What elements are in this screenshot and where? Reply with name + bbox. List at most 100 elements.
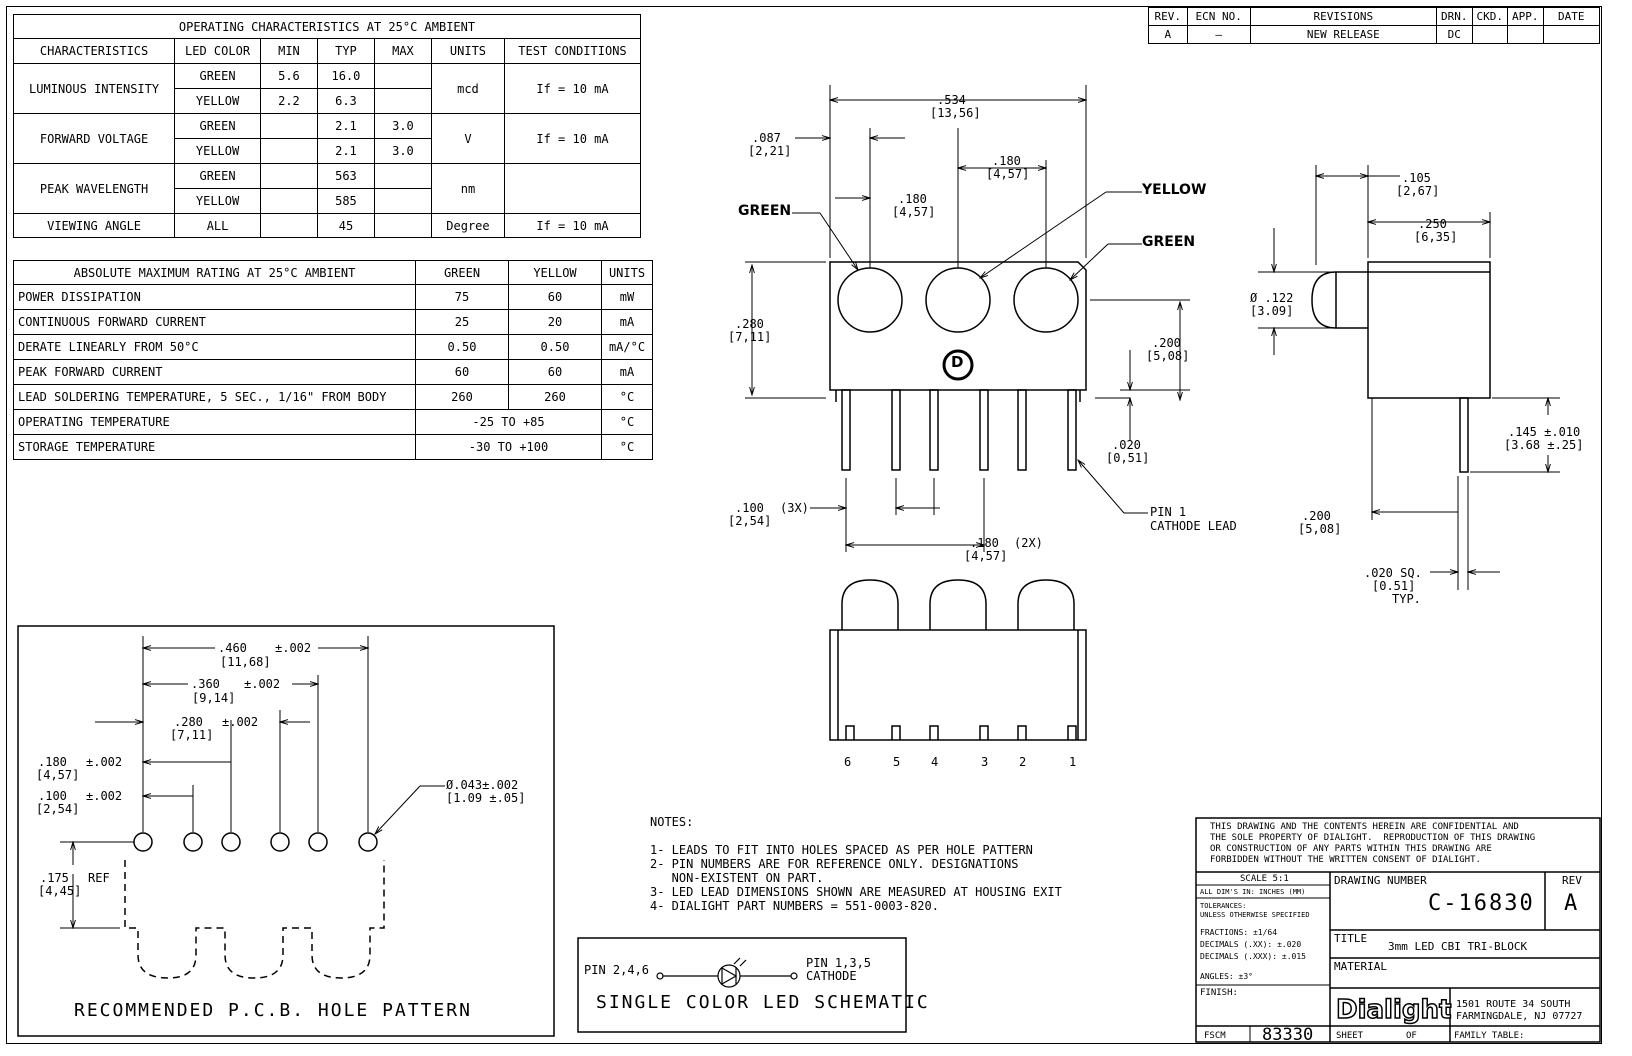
note-item: NON-EXISTENT ON PART. [650,871,824,885]
table-cell: 0.50 [415,334,509,360]
pcb-d2: .360 [191,677,220,691]
title-block [1195,817,1601,1043]
dim-standoff-mm: [0,51] [1106,451,1150,465]
table-cell: -30 TO +100 [415,434,602,460]
table-cell: GREEN [174,113,261,139]
col-header: TEST CONDITIONS [503,38,642,64]
op-table-header-row: CHARACTERISTICS LED COLOR MIN TYP MAX UN… [12,38,642,64]
col-header: REV. [1148,7,1188,26]
table-cell: ALL [174,213,261,238]
table-cell: -25 TO +85 [415,409,602,435]
pcb-d3-tol: ±.002 [222,715,259,729]
schematic-frame [577,937,907,1033]
led-green-left [837,267,903,333]
table-row: VIEWING ANGLE ALL 45 Degree If = 10 mA [12,213,642,238]
family-table-label: FAMILY TABLE: [1454,1031,1525,1041]
address-line-1: 1501 ROUTE 34 SOUTH [1456,999,1571,1010]
schematic-right-label-1: PIN 1,3,5 [806,956,872,970]
confidential-line: OR CONSTRUCTION OF ANY PARTS WITHIN THIS… [1210,844,1492,854]
sheet-label: SHEET [1336,1031,1364,1041]
revision-table: REV. ECN NO. REVISIONS DRN. CKD. APP. DA… [1148,7,1601,44]
notes-title: NOTES: [650,815,694,829]
confidential-line: THE SOLE PROPERTY OF DIALIGHT. REPRODUCT… [1210,833,1536,843]
pin-number: 3 [981,755,989,769]
pcb-d5-mm: [2,54] [36,802,80,816]
note-item: 4- DIALIGHT PART NUMBERS = 551-0003-820. [650,899,939,913]
schematic-right-label-2: CATHODE [806,969,857,983]
schematic-left-label: PIN 2,4,6 [584,963,650,977]
led-green-right [1013,267,1079,333]
pcb-d2-mm: [9,14] [192,691,236,705]
drawing-number-label: DRAWING NUMBER [1334,874,1427,887]
table-cell: YELLOW [174,138,261,164]
schematic-title: SINGLE COLOR LED SCHEMATIC [596,992,930,1013]
table-cell: LUMINOUS INTENSITY [12,63,176,114]
side-dim-b-mm: [6,35] [1414,230,1458,244]
table-row: LUMINOUS INTENSITY GREEN 5.6 16.0 mcd If… [12,63,642,114]
table-cell: 60 [508,359,602,385]
dim-center: .200 [1152,336,1181,350]
table-cell: 25 [415,309,509,335]
note-item: 3- LED LEAD DIMENSIONS SHOWN ARE MEASURE… [650,885,1062,899]
abs-table-header-row: ABSOLUTE MAXIMUM RATING AT 25°C AMBIENT … [13,260,653,285]
table-cell: mW [601,284,653,310]
col-header: UNITS [601,260,653,285]
units-label: ALL DIM'S IN: INCHES (MM) [1200,888,1306,896]
drawing-title: 3mm LED CBI TRI-BLOCK [1388,940,1528,953]
side-dim-a: .105 [1402,171,1431,185]
dim-standoff: .020 [1112,438,1141,452]
title-label: TITLE [1334,932,1368,945]
tolerances-title: TOLERANCES: [1200,902,1247,910]
table-cell: NEW RELEASE [1249,25,1438,44]
table-cell: YELLOW [174,188,261,214]
operating-characteristics-table: OPERATING CHARACTERISTICS AT 25°C AMBIEN… [12,14,642,238]
table-cell: 2.2 [259,88,318,114]
side-dim-dia-mm: [3.09] [1250,304,1294,318]
confidential-line: FORBIDDEN WITHOUT THE WRITTEN CONSENT OF… [1210,855,1481,865]
table-row: YELLOW 2.2 6.3 [14,88,641,114]
dim-lead-pitch: .100 [735,501,764,515]
pcb-hole-mm: [1.09 ±.05] [446,791,526,805]
col-header: CKD. [1471,7,1509,26]
table-row: PEAK WAVELENGTH GREEN 563 nm [12,163,642,214]
table-cell [1542,25,1601,44]
col-header: CHARACTERISTICS [12,38,176,64]
table-row: YELLOW 585 [14,188,641,214]
side-dim-sq: .020 SQ. [1364,566,1422,580]
table-cell: mA [601,309,653,335]
dim-width-mm: [13,56] [930,106,981,120]
dim-lead-pitch-qty: (3X) [780,501,809,515]
table-cell: °C [601,409,653,435]
note-item: 1- LEADS TO FIT INTO HOLES SPACED AS PER… [650,843,1033,857]
pcb-d4-tol: ±.002 [86,755,123,769]
label-green-left: GREEN [738,203,792,219]
dim-lead-pitch2-qty: (2X) [1014,536,1043,550]
table-cell: If = 10 mA [503,213,642,238]
side-dim-dia: Ø .122 [1250,291,1294,305]
drawing-border [6,6,1602,1044]
fscm-label: FSCM [1204,1031,1226,1041]
dim-width: .534 [937,93,966,107]
side-dim-c: .200 [1302,509,1331,523]
address-line-2: FARMINGDALE, NJ 07727 [1456,1011,1583,1022]
table-cell: mA [601,359,653,385]
side-dim-sq-mm: [0.51] [1372,579,1416,593]
pcb-d1-tol: ±.002 [275,641,312,655]
table-cell: DC [1436,25,1473,44]
pcb-hole: Ø.043±.002 [446,778,519,792]
pcb-d4: .180 [38,755,67,769]
of-label: OF [1406,1031,1417,1041]
pcb-d3-mm: [7,11] [170,728,214,742]
pcb-holes [133,832,378,852]
table-cell: POWER DISSIPATION [13,284,416,310]
rev-label: REV [1562,874,1582,887]
pin-number: 4 [931,755,939,769]
table-cell: mA/°C [601,334,653,360]
table-cell [259,138,318,164]
table-cell: 0.50 [508,334,602,360]
label-green-right: GREEN [1142,234,1196,250]
tolerances-sub: UNLESS OTHERWISE SPECIFIED [1200,911,1310,919]
